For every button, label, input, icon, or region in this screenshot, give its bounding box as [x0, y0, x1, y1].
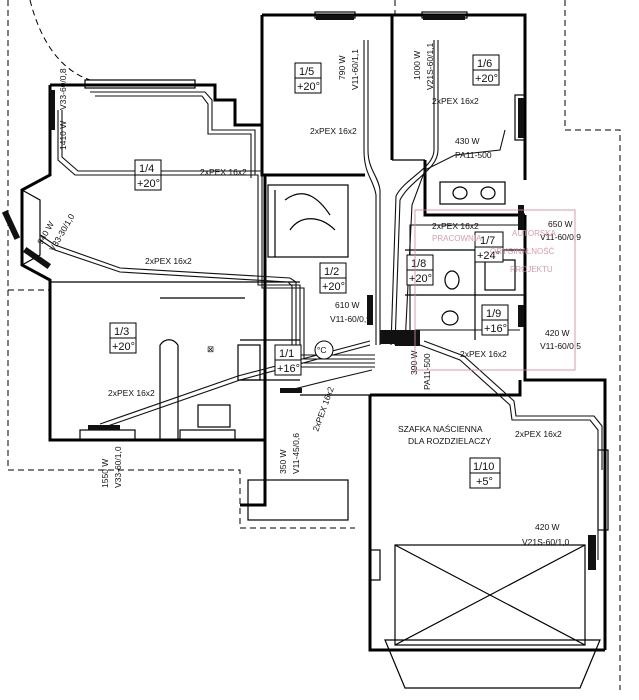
radiator-1-6: [423, 15, 465, 20]
room-number-1-6: 1/6: [477, 58, 492, 70]
radiator-model-r9: PA11-500: [422, 353, 432, 390]
radiator-power-r3: 790 W: [337, 55, 347, 80]
pipe-label-5: 2xPEX 16x2: [432, 221, 479, 231]
dashed-outlines: [7, 0, 621, 690]
cabinet-caption-line2: DLA ROZDZIELACZY: [408, 436, 491, 446]
radiator-power-r1: 1410 W: [58, 121, 68, 150]
radiator-power-r9: 390 W: [409, 350, 419, 375]
room-temp-1-3: +20°: [112, 341, 135, 353]
radiator-power-r5: 430 W: [455, 136, 480, 146]
radiator-1-6-side: [518, 98, 524, 138]
room-number-1-1: 1/1: [279, 348, 294, 360]
radiator-power-r4: 1000 W: [412, 51, 422, 80]
pipe-label-4: 2xPEX 16x2: [145, 256, 192, 266]
radiator-power-r12: 420 W: [535, 522, 560, 532]
room-temp-1-9: +16°: [484, 323, 507, 335]
radiator-power-r8: 420 W: [545, 328, 570, 338]
radiator-model-r3: V11-60/1,1: [350, 49, 360, 90]
radiator-model-r7: V11-60/0,9: [330, 314, 371, 324]
room-number-1-10: 1/10: [473, 461, 494, 473]
room-number-1-9: 1/9: [486, 308, 501, 320]
pipe-label-2: 2xPEX 16x2: [432, 96, 479, 106]
room-number-1-2: 1/2: [324, 266, 339, 278]
radiator-power-r11: 350 W: [278, 449, 288, 474]
radiator-1-3-bottom: [88, 425, 120, 430]
radiator-1-7: [518, 205, 524, 230]
radiator-model-r12: V21S-60/1,0: [522, 537, 570, 547]
room-temp-1-8: +20°: [409, 273, 432, 285]
stamp-line2: AUTORSKA: [512, 229, 557, 238]
room-number-1-8: 1/8: [411, 258, 426, 270]
radiator-1-1: [280, 388, 302, 393]
room-temp-1-4: +20°: [137, 178, 160, 190]
certification-stamp: PRACOWNIA AUTORSKA ORYGINALNOŚĆ PROJEKTU: [414, 209, 576, 371]
room-temp-1-5: +20°: [297, 81, 320, 93]
radiator-bay: [1, 210, 21, 240]
stamp-line1: PRACOWNIA: [432, 234, 482, 243]
radiator-model-r11: V11-45/0,6: [291, 433, 301, 474]
room-number-1-3: 1/3: [114, 326, 129, 338]
radiator-1-4-left: [50, 90, 55, 130]
cabinet-caption-line1: SZAFKA NAŚCIENNA: [398, 423, 483, 434]
boiler-label: °C: [317, 345, 327, 355]
cross-mark-icon: ⊠: [207, 344, 214, 354]
room-temp-1-6: +20°: [475, 73, 498, 85]
stamp-line3: ORYGINALNOŚĆ: [490, 247, 555, 256]
room-number-1-7: 1/7: [480, 235, 495, 247]
room-temp-1-7: +24°: [477, 250, 500, 262]
radiator-1-9: [518, 305, 524, 327]
radiator-model-r10: V33-60/1,0: [113, 446, 123, 488]
room-number-1-5: 1/5: [299, 66, 314, 78]
radiator-power-r7: 610 W: [335, 300, 360, 310]
stamp-line4: PROJEKTU: [510, 265, 553, 274]
pipe-label-6: 2xPEX 16x2: [460, 349, 507, 359]
pipe-label-7: 2xPEX 16x2: [108, 388, 155, 398]
radiator-1-2: [367, 295, 373, 325]
room-temp-1-2: +20°: [322, 281, 345, 293]
radiator-model-r8: V11-60/0,5: [540, 341, 581, 351]
room-temp-1-1: +16°: [277, 363, 300, 375]
pipe-label-9: 2xPEX 16x2: [515, 429, 562, 439]
pipe-label-3: 2xPEX 16x2: [200, 167, 247, 177]
room-labels: 1/4 +20° 1/5 +20° 1/6 +20° 1/2 +20° 1/3 …: [109, 54, 509, 489]
pipe-label-8: 2xPEX 16x2: [310, 385, 335, 433]
radiator-1-10: [588, 535, 596, 570]
pipe-runs: [39, 40, 603, 560]
pipe-label-1: 2xPEX 16x2: [310, 126, 357, 136]
radiator-model-r4: V21S-60/1,1: [425, 42, 435, 90]
manifold-cabinet: [380, 330, 420, 344]
radiator-model-r5: PA11-500: [455, 150, 492, 160]
boiler-circle: [314, 340, 334, 360]
radiator-power-r10: 1550 W: [100, 459, 110, 488]
radiator-model-r6: V11-60/0,9: [540, 232, 581, 242]
pipe-labels: 2xPEX 16x2 2xPEX 16x2 2xPEX 16x2 2xPEX 1…: [108, 96, 562, 439]
radiator-1-5: [316, 15, 354, 20]
radiator-power-r6: 650 W: [548, 219, 573, 229]
radiator-model-r1: V33-60/0,8: [58, 68, 68, 110]
room-number-1-4: 1/4: [139, 163, 154, 175]
room-temp-1-10: +5°: [476, 476, 493, 488]
radiator-1-3-corner: [22, 246, 52, 270]
radiator-bars: [1, 15, 596, 570]
